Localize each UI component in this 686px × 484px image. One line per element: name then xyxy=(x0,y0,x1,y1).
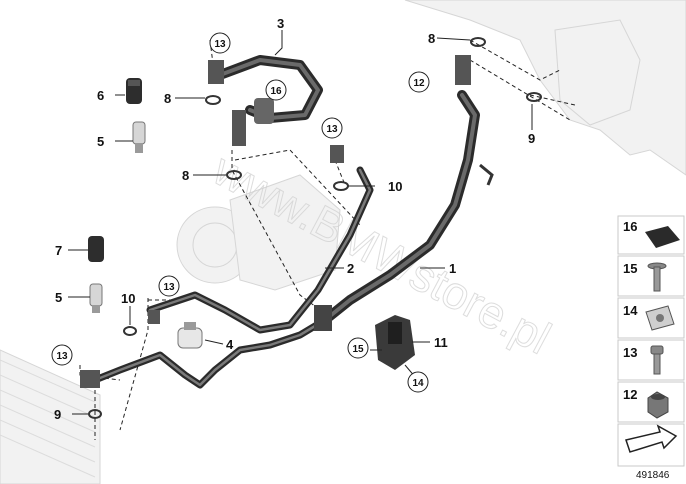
diagram-number: 491846 xyxy=(636,470,670,481)
callout-4: 4 xyxy=(226,337,234,352)
svg-text:14: 14 xyxy=(412,378,424,389)
valve-cap-6-icon xyxy=(126,78,142,104)
holder-11-icon xyxy=(375,315,415,370)
legend-panel: 16 15 14 13 12 xyxy=(617,215,685,467)
callout-9-right: 9 xyxy=(528,131,535,146)
callout-1: 1 xyxy=(449,261,456,276)
pressure-sensor-4-icon xyxy=(177,322,203,349)
svg-text:13: 13 xyxy=(623,345,637,360)
legend-item-13: 13 xyxy=(617,339,685,381)
callout-11: 11 xyxy=(434,335,448,350)
svg-text:12: 12 xyxy=(623,387,637,402)
callout-10-right: 10 xyxy=(388,179,402,194)
legend-item-16: 16 xyxy=(617,215,685,255)
condenser xyxy=(0,349,101,484)
legend-item-15: 15 xyxy=(617,255,685,297)
callout-3: 3 xyxy=(277,16,284,31)
svg-text:13: 13 xyxy=(214,39,226,50)
valve-core-5-upper-icon xyxy=(132,121,146,153)
direction-arrow-icon xyxy=(617,423,685,467)
circled-callout-13-mid: 13 xyxy=(158,275,180,297)
circled-callout-12: 12 xyxy=(408,71,430,93)
circled-callout-13-left: 13 xyxy=(51,344,73,366)
valve-cap-7-icon xyxy=(88,236,104,262)
circled-callout-13-top: 13 xyxy=(209,32,231,54)
circled-callout-15: 15 xyxy=(347,337,369,359)
fittings xyxy=(80,55,494,388)
callout-10-left: 10 xyxy=(121,291,135,306)
svg-text:14: 14 xyxy=(623,303,638,318)
svg-text:15: 15 xyxy=(352,344,364,355)
callout-7: 7 xyxy=(55,243,62,258)
evaporator-housing xyxy=(404,0,686,176)
svg-text:16: 16 xyxy=(270,86,282,97)
valve-core-5-lower-icon xyxy=(89,283,103,313)
compressor xyxy=(176,174,341,291)
callout-8-right: 8 xyxy=(428,31,435,46)
circled-callout-14: 14 xyxy=(407,371,429,393)
callout-5-upper: 5 xyxy=(97,134,104,149)
callout-6: 6 xyxy=(97,88,104,103)
svg-text:13: 13 xyxy=(163,282,175,293)
callout-9-left: 9 xyxy=(54,407,61,422)
callout-2: 2 xyxy=(347,261,354,276)
legend-item-14: 14 xyxy=(617,297,685,339)
svg-text:12: 12 xyxy=(413,78,425,89)
circled-callout-13-right: 13 xyxy=(321,117,343,139)
svg-text:13: 13 xyxy=(56,351,68,362)
callout-5-lower: 5 xyxy=(55,290,62,305)
svg-text:16: 16 xyxy=(623,219,637,234)
legend-item-12: 12 xyxy=(617,381,685,423)
svg-text:13: 13 xyxy=(326,124,338,135)
circled-callout-16: 16 xyxy=(265,79,287,101)
callout-8-middle: 8 xyxy=(182,168,189,183)
callout-8-upper: 8 xyxy=(164,91,171,106)
leader-lines xyxy=(68,30,533,415)
svg-text:15: 15 xyxy=(623,261,637,276)
